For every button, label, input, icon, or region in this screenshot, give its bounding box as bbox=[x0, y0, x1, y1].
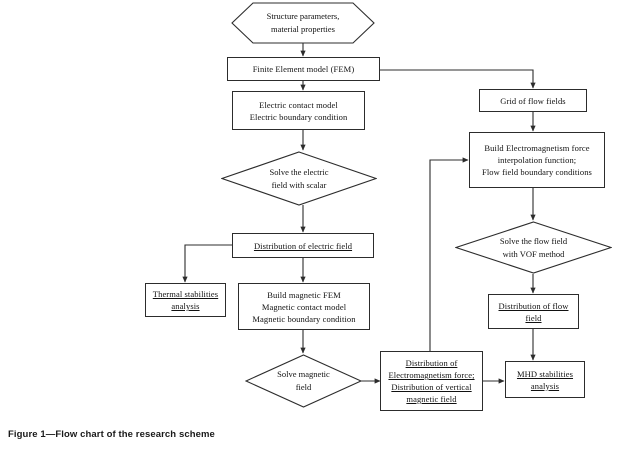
text-line: Thermal stabilities bbox=[152, 289, 219, 299]
node-solve-flow-field-label: Solve the flow field with VOF method bbox=[455, 221, 612, 274]
node-electric-contact-model: Electric contact model Electric boundary… bbox=[232, 91, 365, 130]
text-line: Solve magnetic bbox=[277, 369, 330, 379]
text-line: Distribution of vertical bbox=[391, 382, 472, 392]
text-line: analysis bbox=[171, 301, 200, 311]
text-line: analysis bbox=[530, 380, 560, 391]
node-solve-flow-field: Solve the flow field with VOF method bbox=[455, 221, 612, 274]
text-line: with VOF method bbox=[502, 248, 565, 259]
text-line: Build magnetic FEM bbox=[267, 289, 341, 300]
node-structure-parameters: Structure parameters, material propertie… bbox=[231, 2, 375, 44]
text-line: MHD stabilities bbox=[516, 368, 574, 379]
text-line: Structure parameters, bbox=[266, 11, 340, 21]
text-line: Distribution of electric field bbox=[253, 240, 353, 251]
text-line: Distribution of bbox=[405, 358, 458, 368]
wire-distribution-electric-to-thermal bbox=[182, 244, 232, 283]
node-grid-of-flow-fields: Grid of flow fields bbox=[479, 89, 587, 112]
text-line: Grid of flow fields bbox=[500, 95, 566, 106]
node-solve-electric-field: Solve the electric field with scalar bbox=[221, 151, 377, 206]
text-line: Finite Element model (FEM) bbox=[252, 64, 355, 74]
text-line: field with scalar bbox=[271, 179, 327, 190]
text-line: Magnetic contact model bbox=[261, 301, 347, 312]
node-finite-element-model: Finite Element model (FEM) bbox=[227, 57, 380, 81]
node-solve-magnetic-field: Solve magnetic field bbox=[245, 354, 362, 408]
wire-fem-to-grid-flow bbox=[380, 69, 536, 89]
diamond-shape bbox=[455, 221, 612, 274]
figure-caption: Figure 1—Flow chart of the research sche… bbox=[8, 429, 215, 440]
text-line: Solve the electric bbox=[269, 166, 329, 177]
node-solve-electric-field-label: Solve the electric field with scalar bbox=[221, 151, 377, 206]
node-distribution-electric-field: Distribution of electric field bbox=[232, 233, 374, 258]
diamond-shape bbox=[221, 151, 377, 206]
text-line: Magnetic boundary condition bbox=[252, 313, 356, 324]
text-line: Distribution of flow bbox=[498, 300, 569, 311]
node-build-magnetic-fem: Build magnetic FEM Magnetic contact mode… bbox=[238, 283, 370, 330]
text-line: Electric contact model bbox=[259, 99, 338, 110]
node-distribution-flow-field: Distribution of flow field bbox=[488, 294, 579, 329]
text-line: Electromagnetism force; bbox=[388, 370, 475, 380]
node-structure-parameters-label: Structure parameters, material propertie… bbox=[231, 2, 375, 44]
hexagon-shape bbox=[231, 2, 375, 44]
node-distribution-electromagnetism-force: Distribution of Electromagnetism force; … bbox=[380, 351, 483, 411]
node-solve-magnetic-field-label: Solve magnetic field bbox=[245, 354, 362, 408]
text-line: magnetic field bbox=[406, 394, 457, 404]
text-line: Electric boundary condition bbox=[249, 111, 348, 122]
text-line: Flow field boundary conditions bbox=[482, 167, 592, 177]
text-line: field bbox=[295, 382, 312, 392]
text-line: Build Electromagnetism force bbox=[484, 143, 590, 153]
node-mhd-stabilities: MHD stabilities analysis bbox=[505, 361, 585, 398]
text-line: Solve the flow field bbox=[499, 235, 568, 246]
text-line: interpolation function; bbox=[497, 155, 577, 165]
diamond-shape bbox=[245, 354, 362, 408]
node-build-electromagnetism-force: Build Electromagnetism force interpolati… bbox=[469, 132, 605, 188]
node-thermal-stabilities: Thermal stabilities analysis bbox=[145, 283, 226, 317]
text-line: field bbox=[525, 312, 542, 323]
text-line: material properties bbox=[271, 24, 335, 34]
